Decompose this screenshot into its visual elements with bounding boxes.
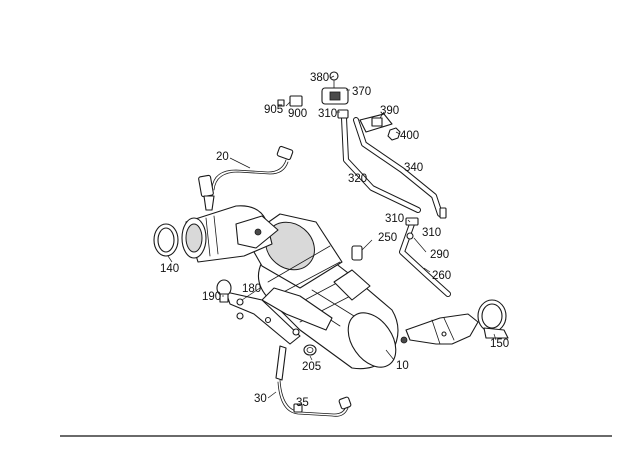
callout-370: 370 bbox=[352, 86, 371, 98]
callout-250: 250 bbox=[378, 232, 397, 244]
callout-150: 150 bbox=[490, 338, 509, 350]
callout-labels: 380 370 905 900 310 390 400 20 340 320 3… bbox=[160, 72, 509, 409]
nut-205 bbox=[303, 344, 317, 356]
callout-900: 900 bbox=[288, 108, 307, 120]
callout-310-top: 310 bbox=[318, 108, 337, 120]
leader-lines bbox=[167, 75, 497, 407]
callout-400: 400 bbox=[400, 130, 419, 142]
callout-905: 905 bbox=[264, 104, 283, 116]
temperature-sensor-30 bbox=[275, 345, 352, 417]
connector-250 bbox=[351, 245, 363, 261]
callout-310-mid-left: 310 bbox=[385, 213, 404, 225]
callout-320: 320 bbox=[348, 173, 367, 185]
hose-connectors-310 bbox=[337, 109, 447, 226]
inlet-pipe-and-gasket-140 bbox=[153, 205, 279, 263]
pressure-sensor-370 bbox=[321, 71, 349, 105]
heat-shield bbox=[400, 313, 479, 345]
callout-310-mid-right: 310 bbox=[422, 227, 441, 239]
callout-205: 205 bbox=[302, 361, 321, 373]
washer-180 bbox=[236, 298, 244, 306]
clip-35 bbox=[293, 403, 303, 413]
nut-400 bbox=[387, 127, 401, 141]
callout-20: 20 bbox=[216, 151, 229, 163]
callout-140: 140 bbox=[160, 263, 179, 275]
callout-380: 380 bbox=[310, 72, 329, 84]
callout-35: 35 bbox=[296, 397, 309, 409]
callout-190: 190 bbox=[202, 291, 221, 303]
callout-340: 340 bbox=[404, 162, 423, 174]
callout-260: 260 bbox=[432, 270, 451, 282]
pressure-lines-320-340 bbox=[341, 115, 451, 297]
callout-30: 30 bbox=[254, 393, 267, 405]
clip-900-905 bbox=[277, 95, 303, 107]
callout-290: 290 bbox=[430, 249, 449, 261]
bracket-390 bbox=[359, 113, 393, 133]
clip-290 bbox=[406, 232, 414, 240]
sensor-20 bbox=[198, 145, 294, 211]
callout-10: 10 bbox=[396, 360, 409, 372]
callout-180: 180 bbox=[242, 283, 261, 295]
callout-390: 390 bbox=[380, 105, 399, 117]
clamp-150 bbox=[477, 299, 509, 339]
